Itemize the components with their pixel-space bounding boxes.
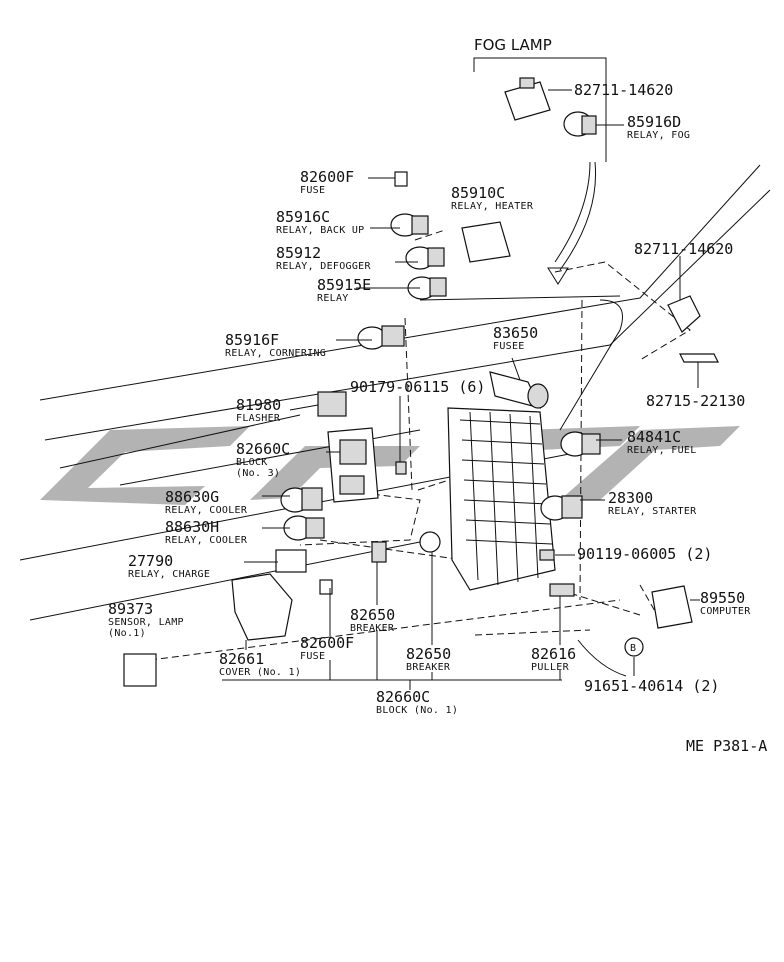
part-85910C-relay (461, 221, 511, 263)
callout-b-circle (624, 637, 644, 657)
label-85916C-sub: RELAY, BACK UP (276, 225, 365, 236)
labels: FOG LAMP 82711-14620 85916D RELAY, FOG 8… (108, 36, 767, 755)
part-82715-clip (679, 353, 719, 363)
part-89550-computer (651, 585, 693, 629)
label-89373: 89373 (108, 600, 153, 618)
label-28300-sub: RELAY, STARTER (608, 506, 697, 517)
part-83650-fuse-holder (489, 371, 549, 409)
label-27790-sub: RELAY, CHARGE (128, 569, 210, 580)
label-88630H: 88630H (165, 518, 219, 536)
label-85915E-sub: RELAY (317, 293, 349, 304)
label-85912: 85912 (276, 244, 321, 262)
part-85916F-relay (357, 325, 405, 350)
label-81980-sub: FLASHER (236, 413, 281, 424)
label-85916C: 85916C (276, 208, 330, 226)
part-84841C-relay (560, 431, 601, 457)
label-82650-b: 82650 (406, 645, 451, 663)
label-90179: 90179-06115 (6) (350, 378, 485, 396)
label-27790: 27790 (128, 552, 173, 570)
label-85916F: 85916F (225, 331, 279, 349)
part-90119-screw (539, 549, 555, 561)
label-85916F-sub: RELAY, CORNERING (225, 348, 326, 359)
part-82711-mid-bracket (667, 295, 701, 333)
part-85916D-relay (563, 111, 597, 137)
label-88630G-sub: RELAY, COOLER (165, 505, 248, 516)
label-82616: 82616 (531, 645, 576, 663)
label-82600F-bottom: 82600F (300, 634, 354, 652)
label-83650-sub: FUSEE (493, 341, 525, 352)
label-82650-b-sub: BREAKER (406, 662, 451, 673)
label-82600F-top: 82600F (300, 168, 354, 186)
part-81980-flasher (317, 391, 347, 417)
label-82711-top: 82711-14620 (574, 81, 673, 99)
label-85910C-sub: RELAY, HEATER (451, 201, 534, 212)
label-89550: 89550 (700, 589, 745, 607)
label-82650-a-sub: BREAKER (350, 623, 395, 634)
fog-lamp-header: FOG LAMP (474, 36, 552, 54)
label-82660C-block1: 82660C (376, 688, 430, 706)
fog-lamp-bracket (473, 57, 607, 162)
label-82600F-top-sub: FUSE (300, 185, 325, 196)
label-89373-sub2: (No.1) (108, 628, 146, 639)
label-82600F-bottom-sub: FUSE (300, 651, 325, 662)
part-82660C-block-no3 (327, 427, 379, 503)
label-85910C: 85910C (451, 184, 505, 202)
label-82660C-block3-sub2: (No. 3) (236, 468, 280, 479)
part-90179-bolt (395, 461, 407, 475)
label-82660C-block3-sub1: BLOCK (236, 457, 268, 468)
label-82715: 82715-22130 (646, 392, 745, 410)
part-27790-relay (275, 549, 307, 573)
part-85916C-relay (390, 213, 429, 237)
label-89550-sub: COMPUTER (700, 606, 751, 617)
fog-arrow (547, 161, 597, 285)
label-85916D: 85916D (627, 113, 681, 131)
part-82661-cover (231, 573, 293, 641)
part-28300-relay (540, 495, 583, 521)
label-81980: 81980 (236, 396, 281, 414)
label-89373-sub1: SENSOR, LAMP (108, 617, 184, 628)
part-fuse-block-no1 (447, 407, 556, 591)
callout-b-letter: B (630, 643, 636, 654)
label-82650-a: 82650 (350, 606, 395, 624)
assembly-dashed-lines (149, 229, 691, 661)
label-82660C-block1-sub: BLOCK (No. 1) (376, 705, 458, 716)
part-82600F-fuse-top (394, 171, 408, 187)
label-82711-mid: 82711-14620 (634, 240, 733, 258)
part-85912-relay (405, 246, 445, 270)
label-84841C-sub: RELAY, FUEL (627, 445, 697, 456)
part-82711-top (504, 77, 551, 121)
part-89373-sensor (123, 653, 157, 687)
label-82661: 82661 (219, 650, 264, 668)
label-85915E: 85915E (317, 276, 371, 294)
label-88630G: 88630G (165, 488, 219, 506)
label-83650: 83650 (493, 324, 538, 342)
label-91651: 91651-40614 (2) (584, 677, 719, 695)
label-90119: 90119-06005 (2) (577, 545, 712, 563)
label-84841C: 84841C (627, 428, 681, 446)
part-82650-breaker-a (371, 541, 387, 563)
label-88630H-sub: RELAY, COOLER (165, 535, 248, 546)
part-82616-puller (549, 583, 575, 597)
label-28300: 28300 (608, 489, 653, 507)
part-88630H-relay (283, 515, 325, 541)
label-85912-sub: RELAY, DEFOGGER (276, 261, 371, 272)
diagram-reference: ME P381-A (686, 737, 767, 755)
label-82616-sub: PULLER (531, 662, 570, 673)
leader-lines (222, 89, 700, 690)
label-85916D-sub: RELAY, FOG (627, 130, 690, 141)
part-82600F-fuse-bottom (319, 579, 333, 595)
part-82650-breaker-b (419, 531, 441, 553)
part-88630G-relay (280, 487, 323, 513)
label-82660C-block3: 82660C (236, 440, 290, 458)
label-82661-sub: COVER (No. 1) (219, 667, 301, 678)
